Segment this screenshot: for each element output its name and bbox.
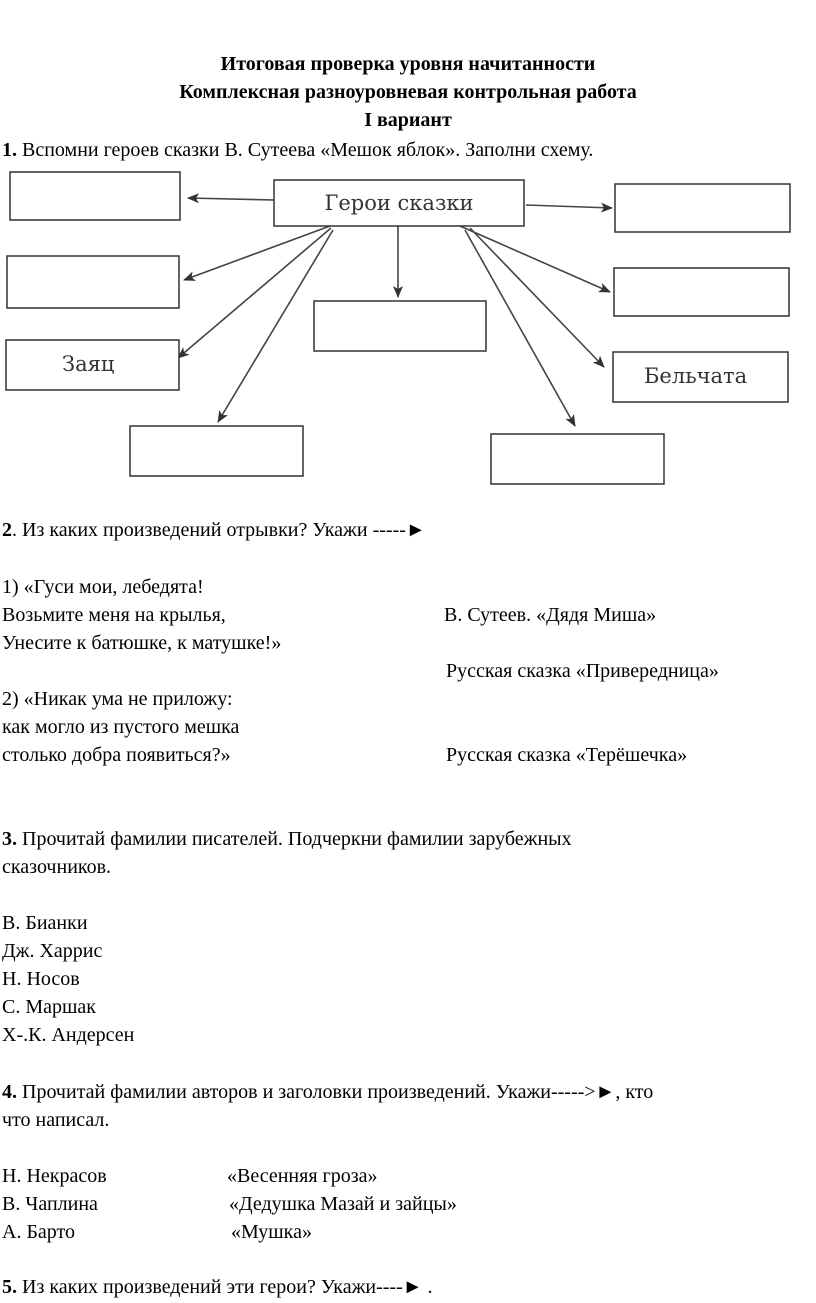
excerpt1-line3: Унесите к батюшке, к матушке!» [2,632,282,654]
task4-text: Прочитай фамилии авторов и заголовки про… [17,1081,654,1103]
work-title: «Мушка» [231,1221,312,1243]
task5-text: Из каких произведений эти герои? Укажи--… [17,1276,433,1298]
work-option-2: Русская сказка «Привередница» [446,660,719,682]
task1-number: 1. [2,139,17,161]
task5-prompt: 5. Из каких произведений эти герои? Укаж… [2,1275,433,1299]
task3-number: 3. [2,828,17,850]
variant-label: I вариант [364,109,452,131]
task4-prompt: 4. Прочитай фамилии авторов и заголовки … [2,1080,653,1104]
empty-box-bottom-right [490,433,665,485]
writer-name: В. Бианки [2,912,88,934]
excerpt2-line1: 2) «Никак ума не приложу: [2,688,233,710]
excerpt2-line3: столько добра появиться?» [2,744,231,766]
writer-name: Х-.К. Андерсен [2,1024,135,1046]
empty-box-center [313,300,487,352]
task4-number: 4. [2,1081,17,1103]
writer-name: С. Маршак [2,996,96,1018]
arrow-to-belchata-box [469,227,605,368]
task1-prompt: 1. Вспомни героев сказки В. Сутеева «Меш… [2,138,593,162]
work-title: «Дедушка Мазай и зайцы» [229,1193,457,1215]
work-title: «Весенняя гроза» [227,1165,378,1187]
arrow-to-mid-right-box [459,225,611,293]
belchata-label: Бельчата [644,364,747,388]
task5-number: 5. [2,1276,17,1298]
empty-box-mid-left [6,255,180,309]
excerpt1-line1: 1) «Гуси мои, лебедята! [2,576,204,598]
writer-name: Дж. Харрис [2,940,103,962]
author-name: Н. Некрасов [2,1165,107,1187]
task1-text: Вспомни героев сказки В. Сутеева «Мешок … [17,139,594,161]
task3-prompt: 3. Прочитай фамилии писателей. Подчеркни… [2,827,572,851]
excerpt2-line2: как могло из пустого мешка [2,716,240,738]
empty-box-top-right [614,183,791,233]
empty-box-mid-right [613,267,790,317]
work-option-3: Русская сказка «Терёшечка» [446,744,688,766]
task2-number: 2 [2,519,12,541]
arrow-to-bottom-left-box [217,229,334,423]
arrow-to-top-right-box [525,202,613,213]
task2-prompt: 2. Из каких произведений отрывки? Укажи … [2,518,426,542]
belchata-box [612,351,789,403]
arrow-to-mid-left-box [183,225,331,281]
task4-prompt-cont: что написал. [2,1109,110,1131]
author-name: В. Чаплина [2,1193,98,1215]
worksheet-subtitle: Комплексная разноуровневая контрольная р… [179,81,637,103]
arrow-to-top-left-box [187,193,275,204]
center-box [273,179,525,227]
center-box-label: Герои сказки [324,191,473,215]
writer-name: Н. Носов [2,968,80,990]
empty-box-top-left [9,171,181,221]
task3-text: Прочитай фамилии писателей. Подчеркни фа… [17,828,572,850]
task2-text: . Из каких произведений отрывки? Укажи -… [12,519,426,541]
work-option-1: В. Сутеев. «Дядя Миша» [444,604,657,626]
arrow-to-bottom-right-box [464,229,576,427]
arrow-to-zayats-box [177,227,332,359]
zayats-label: Заяц [62,352,114,376]
author-name: А. Барто [2,1221,76,1243]
task3-prompt-cont: сказочников. [2,856,112,878]
empty-box-bottom-left [129,425,304,477]
heroes-diagram: Герои сказки Заяц Бельчата [5,171,791,485]
zayats-box [5,339,180,391]
excerpt1-line2: Возьмите меня на крылья, [2,604,226,626]
worksheet-title: Итоговая проверка уровня начитанности [220,53,596,75]
